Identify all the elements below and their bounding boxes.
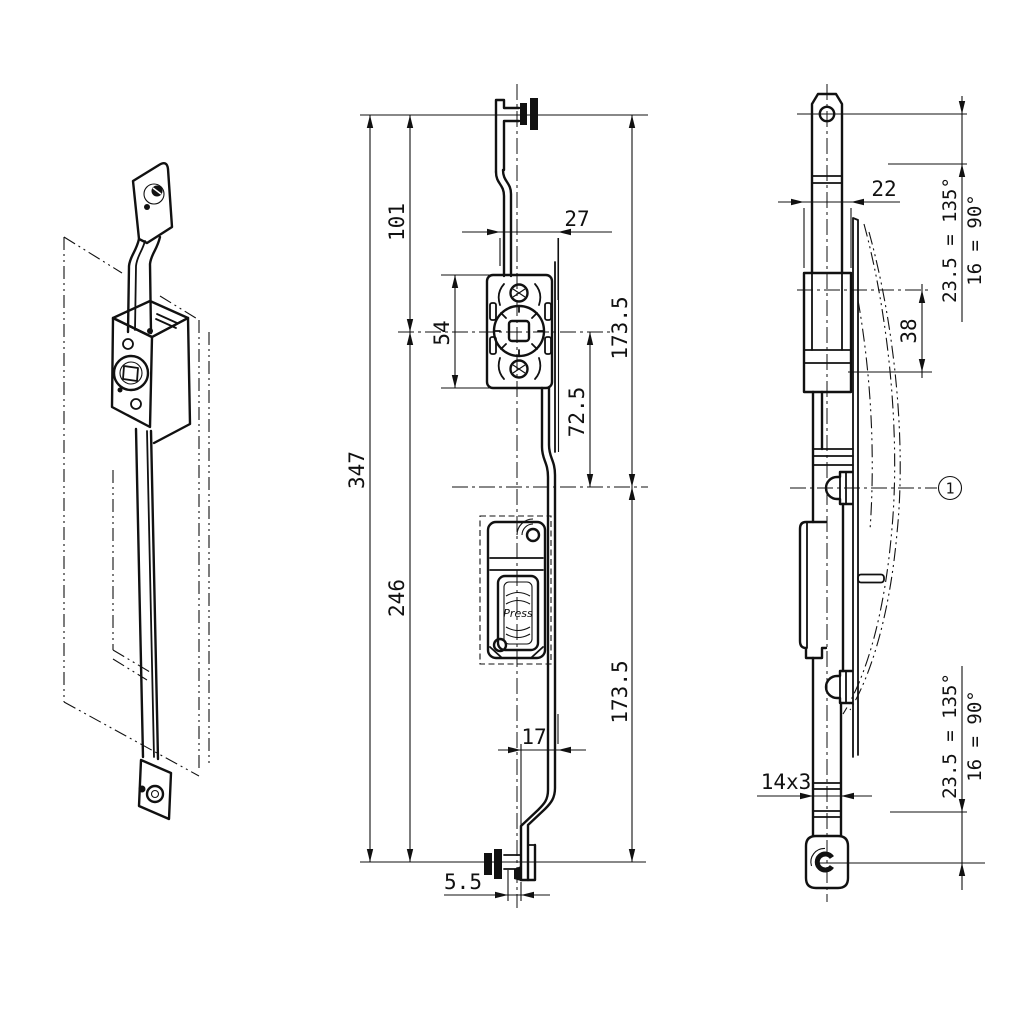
dim-173-5-upper-label: 173.5 — [608, 296, 632, 359]
front-housing-pin-top — [525, 527, 541, 543]
side-tube — [802, 271, 853, 394]
dim-101-label: 101 — [385, 203, 409, 241]
iso-top-bracket — [131, 162, 174, 245]
side-rear-plate — [852, 217, 885, 758]
side-panel-phantom — [842, 223, 901, 715]
stroke-note-top-135: 23.5 = 135° — [939, 177, 961, 303]
dim-17-label: 17 — [521, 725, 546, 749]
stroke-note-top-90: 16 = 90° — [964, 194, 986, 286]
front-centerlines — [398, 84, 648, 908]
front-spindle-hole — [507, 319, 531, 343]
front-housing-cutout — [479, 515, 552, 665]
stroke-note-bottom-90: 16 = 90° — [964, 690, 986, 782]
front-dimensions: 347 101 246 54 27 173.5 72.5 173.5 17 5.… — [345, 114, 648, 901]
stroke-note-bottom-135: 23.5 = 135° — [939, 673, 961, 799]
dim-27-label: 27 — [564, 207, 589, 231]
front-gearbox — [485, 238, 560, 453]
dim-14x3-label: 14x3 — [761, 770, 812, 794]
front-housing-pin-bottom — [492, 637, 508, 653]
side-lower-roller — [824, 669, 854, 705]
side-plate-pin — [857, 573, 885, 584]
side-view: 22 38 14x3 23.5 = 135° 16 = 90° 23.5 = 1… — [757, 84, 986, 902]
dim-347-label: 347 — [345, 451, 369, 489]
iso-panel-phantom — [63, 236, 210, 777]
dim-54-label: 54 — [430, 320, 454, 345]
iso-gearbox — [110, 299, 192, 445]
front-upper-rod — [494, 168, 513, 278]
dim-72-5-label: 72.5 — [565, 387, 589, 438]
side-mid-section — [811, 390, 854, 673]
front-screw-bottom — [509, 359, 529, 379]
dim-173-5-lower-label: 173.5 — [608, 660, 632, 723]
front-latch-housing: Press — [479, 515, 552, 665]
front-bottom-roller — [484, 849, 522, 879]
dim-38-label: 38 — [897, 318, 921, 343]
dim-22-label: 22 — [871, 177, 896, 201]
front-top-roller — [494, 98, 538, 174]
side-center-roller — [824, 470, 854, 506]
iso-cam — [112, 354, 150, 392]
dim-5-5-label: 5.5 — [444, 870, 482, 894]
item-balloon-1-label: 1 — [945, 480, 954, 498]
item-balloon-1: 1 — [937, 475, 963, 501]
isometric-view — [63, 162, 210, 821]
iso-upper-rod — [126, 235, 162, 335]
side-housing — [798, 520, 828, 660]
front-screw-top — [509, 283, 529, 303]
front-lower-rod — [514, 386, 557, 882]
front-view: Press — [345, 84, 648, 908]
front-press-button — [496, 574, 540, 652]
side-lower-section — [804, 656, 854, 890]
side-hook-end — [804, 834, 850, 890]
side-dimensions: 22 38 14x3 23.5 = 135° 16 = 90° 23.5 = 1… — [757, 96, 986, 890]
iso-flat-bar — [134, 427, 160, 761]
press-label: Press — [503, 607, 533, 620]
iso-bottom-tab — [137, 758, 173, 821]
dim-246-label: 246 — [385, 579, 409, 617]
